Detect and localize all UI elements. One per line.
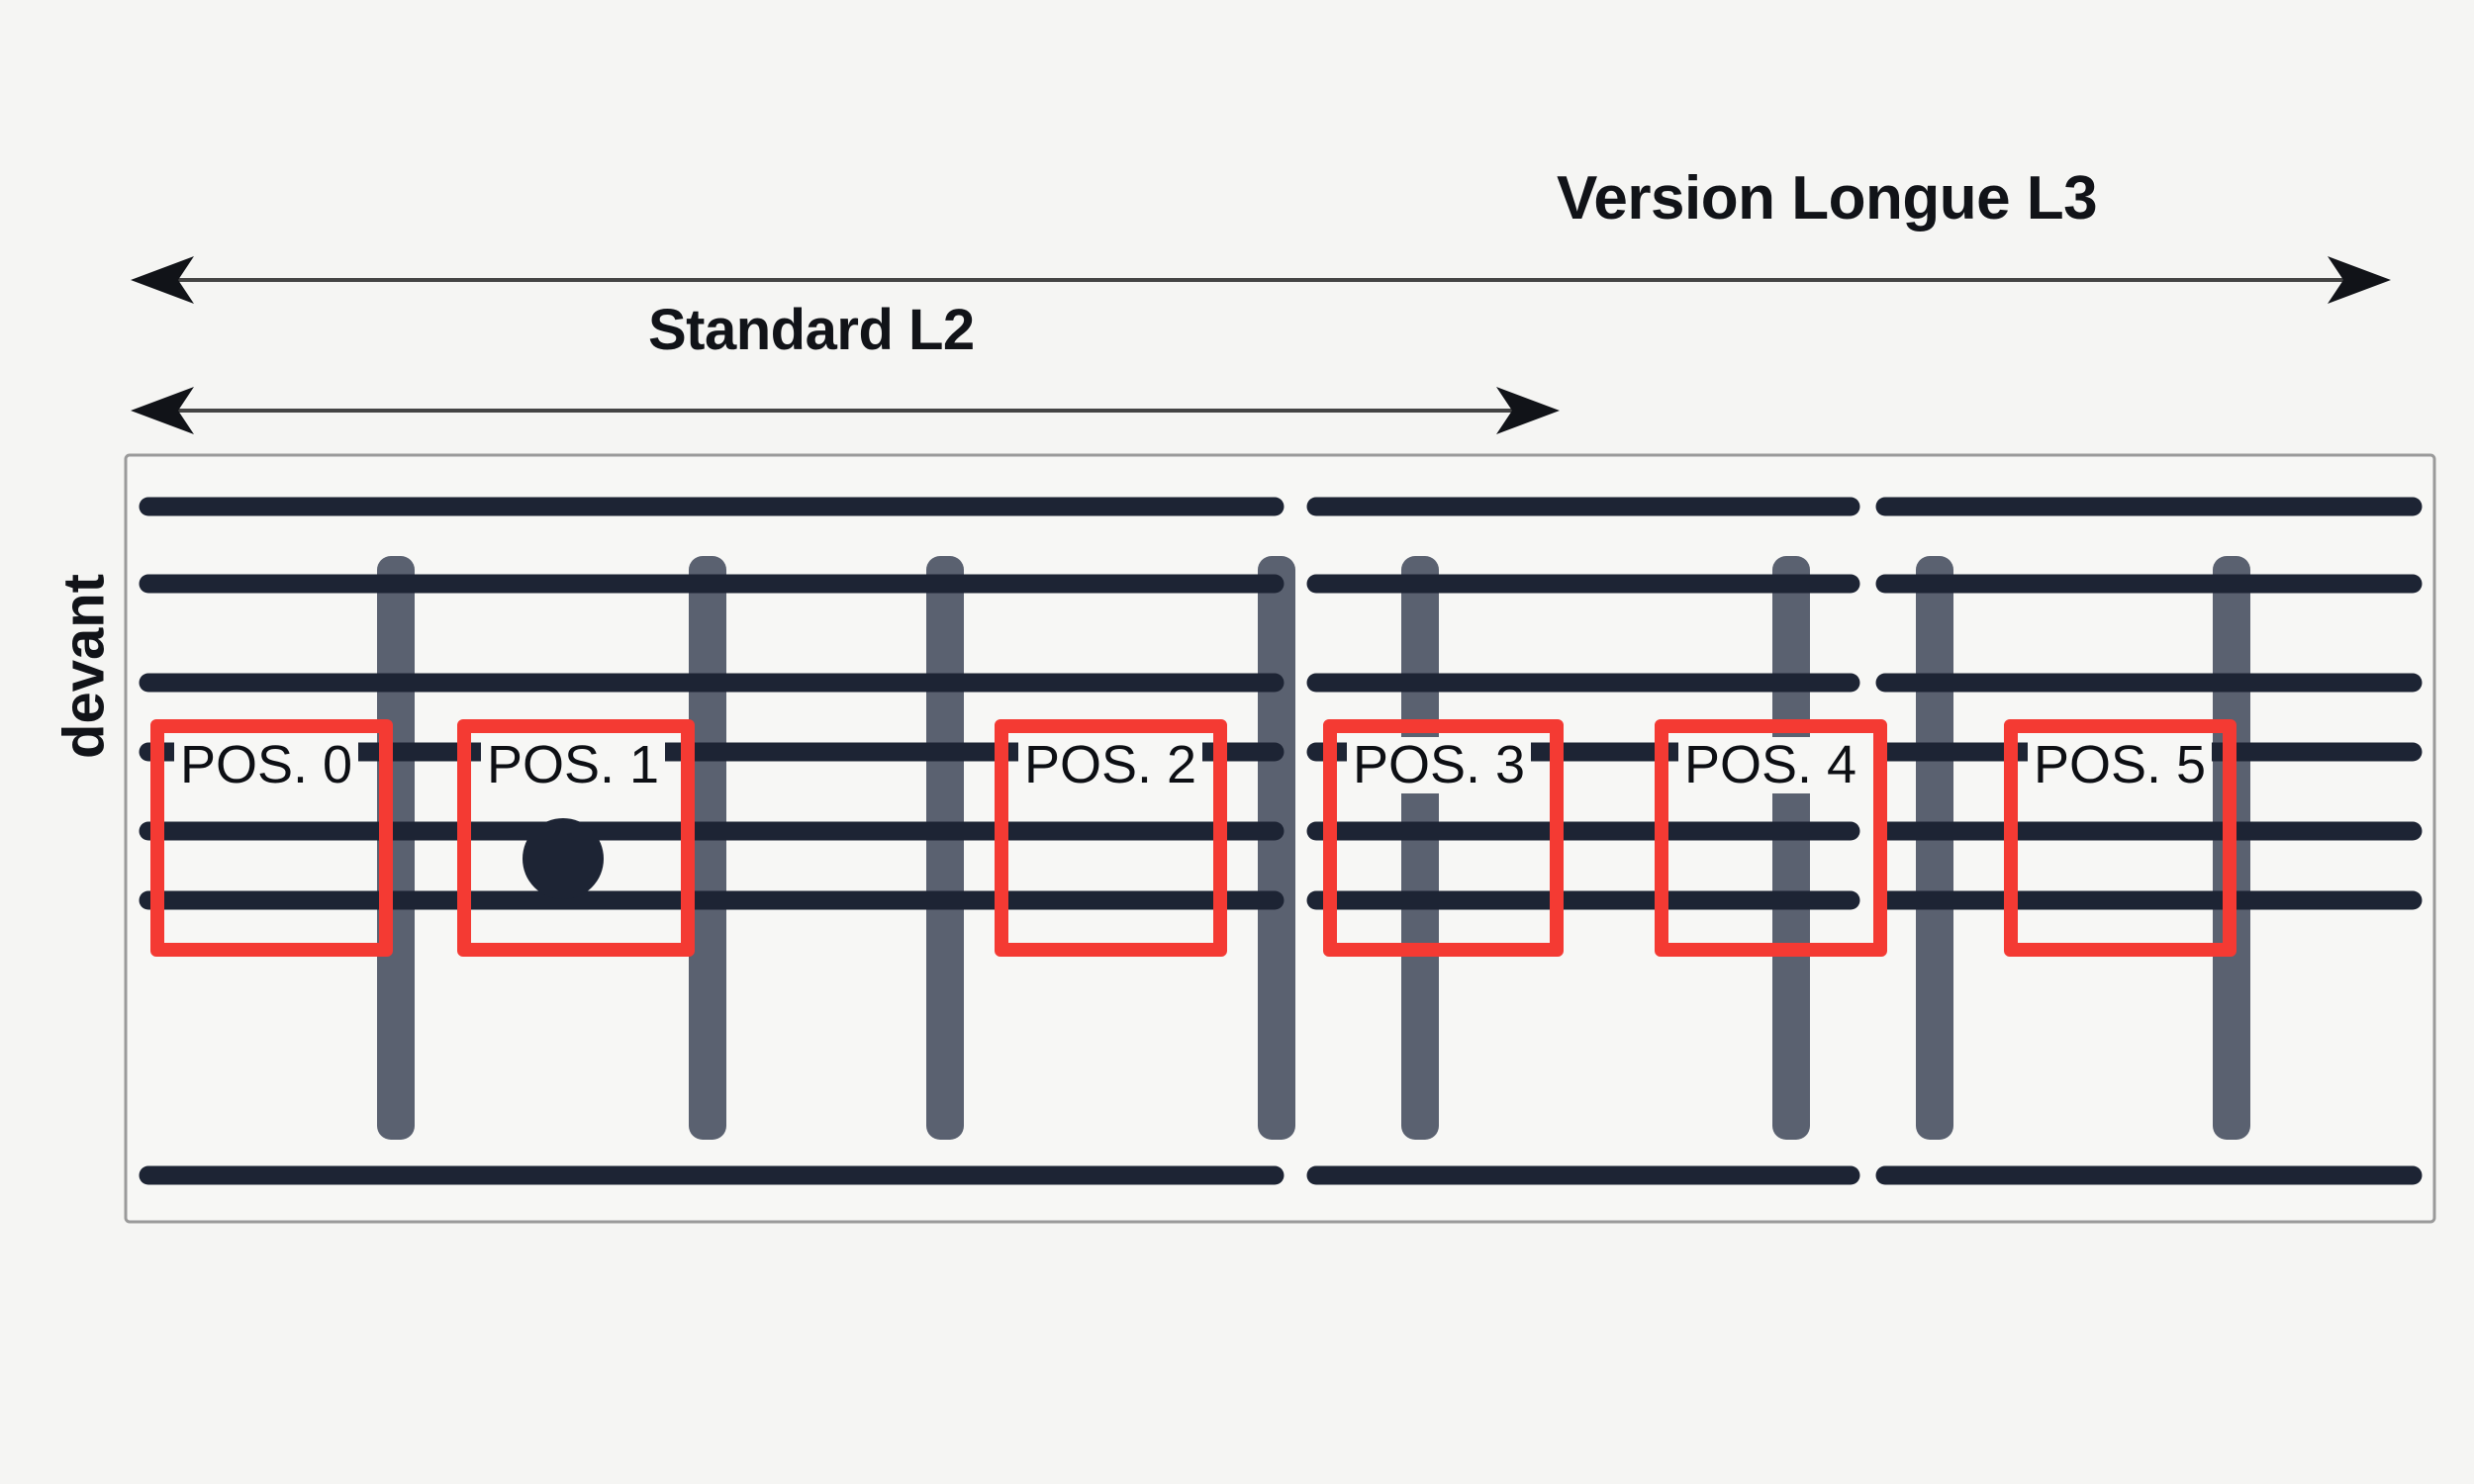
vertical-post-3 xyxy=(1258,556,1295,1140)
position-label-4: POS. 4 xyxy=(1678,737,1863,793)
position-box-0[interactable] xyxy=(150,719,393,957)
vertical-post-6 xyxy=(1916,556,1953,1140)
position-box-3[interactable] xyxy=(1323,719,1564,957)
vertical-post-4 xyxy=(1401,556,1439,1140)
position-marker-1 xyxy=(523,818,604,899)
position-label-5: POS. 5 xyxy=(2028,737,2213,793)
position-box-2[interactable] xyxy=(995,719,1227,957)
vertical-post-5 xyxy=(1772,556,1810,1140)
position-box-1[interactable] xyxy=(457,719,695,957)
vertical-post-0 xyxy=(377,556,415,1140)
vertical-post-2 xyxy=(926,556,964,1140)
position-label-0: POS. 0 xyxy=(174,737,359,793)
vertical-post-1 xyxy=(689,556,726,1140)
position-label-3: POS. 3 xyxy=(1347,737,1532,793)
label-version-longue-l3: Version Longue L3 xyxy=(1557,164,2098,232)
position-box-4[interactable] xyxy=(1655,719,1887,957)
position-box-5[interactable] xyxy=(2004,719,2236,957)
position-label-1: POS. 1 xyxy=(481,737,666,793)
position-label-2: POS. 2 xyxy=(1018,737,1203,793)
label-standard-l2: Standard L2 xyxy=(648,298,975,362)
